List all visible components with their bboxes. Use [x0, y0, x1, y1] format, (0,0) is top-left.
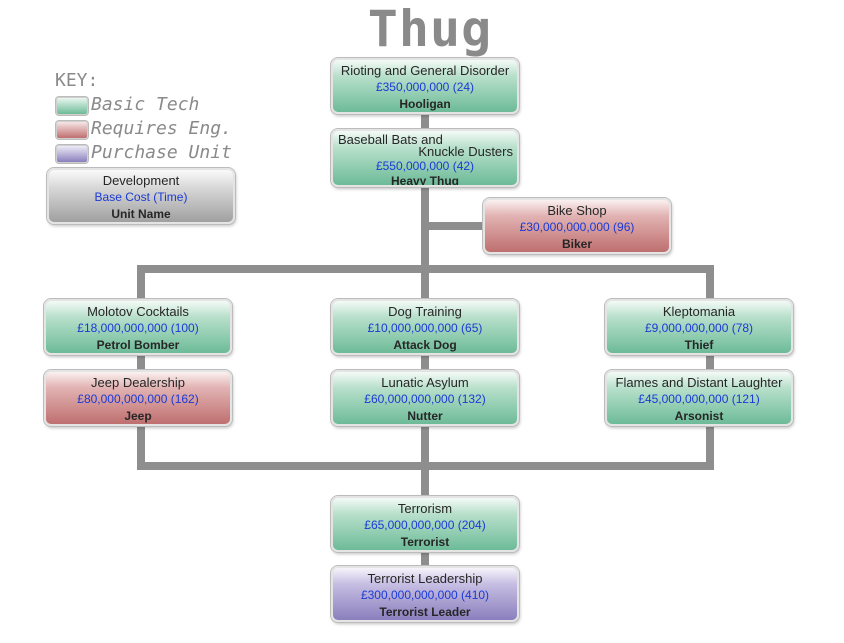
node-development: Dog Training [388, 304, 462, 319]
connector-left-column [137, 265, 145, 470]
node-unit: Terrorist [400, 535, 450, 549]
node-cost: £18,000,000,000 (100) [77, 321, 199, 335]
node-development: Terrorism [397, 501, 453, 516]
node-development: Terrorist Leadership [367, 571, 483, 586]
node-flames[interactable]: Flames and Distant Laughter £45,000,000,… [605, 370, 793, 426]
node-dog[interactable]: Dog Training £10,000,000,000 (65) Attack… [331, 299, 519, 355]
node-leadership[interactable]: Terrorist Leadership £300,000,000,000 (4… [331, 566, 519, 622]
node-unit: Hooligan [399, 97, 451, 111]
node-unit: Biker [561, 237, 593, 251]
node-unit: Attack Dog [393, 338, 457, 352]
node-unit: Heavy Thug [390, 174, 459, 187]
node-asylum[interactable]: Lunatic Asylum £60,000,000,000 (132) Nut… [331, 370, 519, 426]
node-development-line2: Knuckle Dusters [418, 144, 513, 159]
node-cost: £30,000,000,000 (96) [519, 220, 635, 234]
node-development: Lunatic Asylum [381, 375, 469, 390]
key-label-basic: Basic Tech [91, 94, 200, 115]
node-cost: £60,000,000,000 (132) [364, 392, 486, 406]
node-jeep[interactable]: Jeep Dealership £80,000,000,000 (162) Je… [44, 370, 232, 426]
node-cost: £10,000,000,000 (65) [367, 321, 483, 335]
key-example-node: Development Base Cost (Time) Unit Name [47, 168, 235, 224]
connector-bikeshop [425, 222, 485, 230]
key-heading: KEY: [55, 70, 99, 91]
node-unit: Jeep [124, 409, 152, 423]
node-development: Flames and Distant Laughter [615, 375, 783, 390]
connector-bottom-bar [137, 462, 714, 470]
node-cost: £350,000,000 (24) [375, 80, 475, 94]
node-klepto[interactable]: Kleptomania £9,000,000,000 (78) Thief [605, 299, 793, 355]
connector-right-column [706, 265, 714, 470]
node-development: Kleptomania [662, 304, 736, 319]
node-development: Baseball Bats and [338, 132, 443, 147]
node-unit: Terrorist Leader [379, 605, 471, 619]
node-unit: Petrol Bomber [96, 338, 180, 352]
node-unit: Nutter [407, 409, 443, 423]
node-bikeshop[interactable]: Bike Shop £30,000,000,000 (96) Biker [483, 198, 671, 254]
node-cost: Base Cost (Time) [94, 190, 188, 204]
node-development: Jeep Dealership [91, 375, 185, 390]
connector-top-bar [137, 265, 714, 273]
node-rioting[interactable]: Rioting and General Disorder £350,000,00… [331, 58, 519, 114]
connector-leadership [421, 548, 429, 570]
node-unit: Thief [684, 338, 714, 352]
node-cost: £45,000,000,000 (121) [638, 392, 760, 406]
node-cost: £9,000,000,000 (78) [644, 321, 754, 335]
eng-swatch [56, 121, 88, 139]
node-development: Development [102, 173, 180, 188]
node-baseball[interactable]: Baseball Bats and Knuckle Dusters £550,0… [331, 129, 519, 187]
basic-swatch [56, 97, 88, 115]
key-label-purchase: Purchase Unit [91, 142, 232, 163]
key-label-eng: Requires Eng. [91, 118, 232, 139]
node-development: Bike Shop [547, 203, 607, 218]
node-molotov[interactable]: Molotov Cocktails £18,000,000,000 (100) … [44, 299, 232, 355]
node-terrorism[interactable]: Terrorism £65,000,000,000 (204) Terroris… [331, 496, 519, 552]
node-unit: Unit Name [111, 207, 171, 221]
node-development: Molotov Cocktails [87, 304, 189, 319]
purchase-swatch [56, 145, 88, 163]
node-cost: £80,000,000,000 (162) [77, 392, 199, 406]
node-cost: £300,000,000,000 (410) [360, 588, 490, 602]
node-cost: £550,000,000 (42) [375, 159, 475, 173]
node-development: Rioting and General Disorder [340, 63, 510, 78]
diagram-title: Thug [367, 0, 493, 58]
node-cost: £65,000,000,000 (204) [364, 518, 486, 532]
node-unit: Arsonist [674, 409, 724, 423]
